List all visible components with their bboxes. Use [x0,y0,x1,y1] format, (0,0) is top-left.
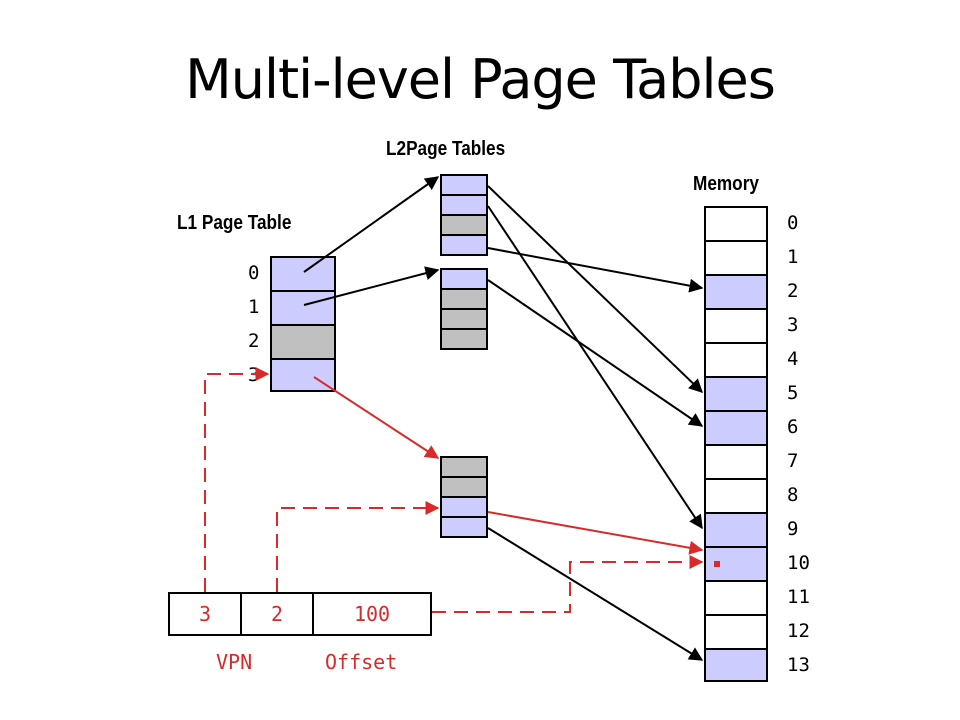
memory-index-6: 6 [787,416,799,438]
l1-page-table-label: L1 Page Table [177,212,292,234]
l2a-entry3-to-frame2-arrow [487,247,704,293]
vpn-level1-field: 3 [168,592,242,636]
memory-frame-9 [704,512,768,548]
l2b-entry0-to-frame6-arrow [487,279,704,427]
vpn2-to-l2c-dashed-arrow [276,501,440,592]
memory-index-11: 11 [787,586,810,608]
memory-index-7: 7 [787,450,799,472]
memory-index-12: 12 [787,620,810,642]
l1-entry3-to-l2c-arrow [313,376,440,459]
memory-frame-13 [704,648,768,682]
l1-entry-3 [270,358,336,392]
l2c-entry-3 [440,516,488,538]
memory-index-5: 5 [787,382,799,404]
memory-index-0: 0 [787,212,799,234]
memory-frame-3 [704,308,768,344]
offset-to-frame10-dashed-arrow [432,555,704,613]
memory-index-10: 10 [787,552,810,574]
memory-frame-11 [704,580,768,616]
memory-frame-2 [704,274,768,310]
slide-title: Multi-level Page Tables [185,48,776,111]
l2c-entry2-to-frame10-arrow [487,511,704,555]
memory-index-3: 3 [787,314,799,336]
l2a-entry0-to-frame5-arrow [487,185,704,393]
memory-frame-1 [704,240,768,276]
memory-frame-7 [704,444,768,480]
l2c-entry3-to-frame13-arrow [487,527,704,661]
memory-frame-0 [704,206,768,242]
target-byte-marker [714,561,720,567]
memory-index-9: 9 [787,518,799,540]
l2a-entry1-to-frame9-arrow [487,205,703,530]
l2-page-tables-label: L2Page Tables [386,138,506,160]
vpn-level2-field: 2 [240,592,314,636]
l1-entry0-to-l2a-arrow [303,176,440,273]
l1-entry1-to-l2b-arrow [303,266,440,306]
offset-label: Offset [325,650,398,674]
memory-index-13: 13 [787,654,810,676]
vpn1-to-l1-dashed-arrow [204,367,270,592]
l1-index-2: 2 [248,330,260,352]
vpn-label: VPN [216,650,253,674]
l1-index-0: 0 [248,262,260,284]
memory-index-1: 1 [787,246,799,268]
memory-label: Memory [693,173,759,195]
l1-index-1: 1 [248,296,260,318]
l2a-entry-3 [440,234,488,256]
l2b-entry-3 [440,328,488,350]
memory-frame-6 [704,410,768,446]
memory-index-8: 8 [787,484,799,506]
offset-field: 100 [312,592,432,636]
memory-index-2: 2 [787,280,799,302]
memory-index-4: 4 [787,348,799,370]
